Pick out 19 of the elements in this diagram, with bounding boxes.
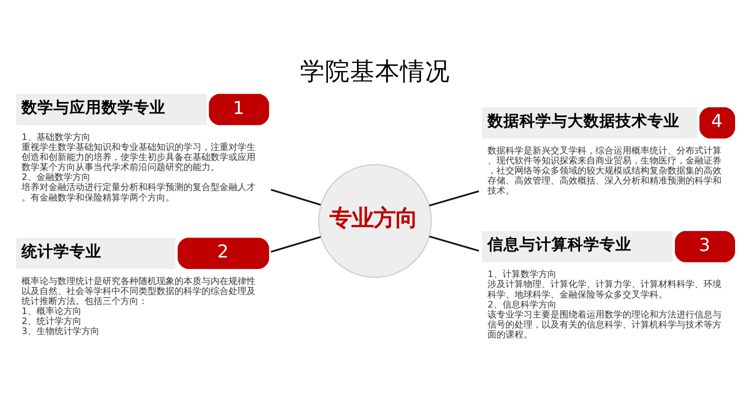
node-label: 数据科学是新兴交叉学科，综合运用概率统计、分布式计算、现代软件等知识探索来自商业贸易，生物医疗，金融证券，社交网络等众多领域的较大规模或结构复杂数据集的高效存储、高效管理、高效概括、深入分析和精准预测的科学和技术。 xyxy=(488,146,722,197)
node-label: 2、信息科学方向 xyxy=(488,300,556,310)
node-label: 1、基础数学方向 xyxy=(22,133,90,144)
node-label: 3、生物统计学方向 xyxy=(22,327,100,338)
node-label: 2、统计学方向 xyxy=(22,317,82,328)
node-label: 1、计算数学方向 xyxy=(488,270,556,280)
connector xyxy=(429,236,480,252)
node-circle: 专业方向 xyxy=(318,164,432,278)
node-label: 重视学生数学基础知识和专业基础知识的学习，注重对学生创造和创新能力的培养，使学生初步具备在基础数学或应用数学某个方向从事当代学术前沿问题研究的能力。 xyxy=(22,143,256,174)
connector xyxy=(270,236,321,253)
node-label: 培养对金融活动进行定量分析和科学预测的复合型金融人才。有金融数学和保险精算学两个方向。 xyxy=(22,183,256,204)
diagram-title: 学院基本情况 xyxy=(300,56,450,86)
connector xyxy=(270,188,321,206)
node-label: 该专业学习主要是围绕着运用数学的理论和方法进行信息与信号的处理，以及有关的信息科学、计算机科学与技术等方面的课程。 xyxy=(488,310,722,340)
node-label: 2、金融数学方向 xyxy=(22,173,90,184)
node-label: 概率论与数理统计是研究各种随机现象的本质与内在规律性以及自然、社会等学科中不同类型数据的科学的综合处理及统计推断方法。包括三个方向： xyxy=(22,276,256,307)
node-label: 涉及计算物理、计算化学、计算力学、计算材料科学、环境科学、地球科学、金融保险等众多交叉学科。 xyxy=(488,280,722,300)
connector xyxy=(429,190,480,206)
node-label: 1、概率论方向 xyxy=(22,306,82,317)
